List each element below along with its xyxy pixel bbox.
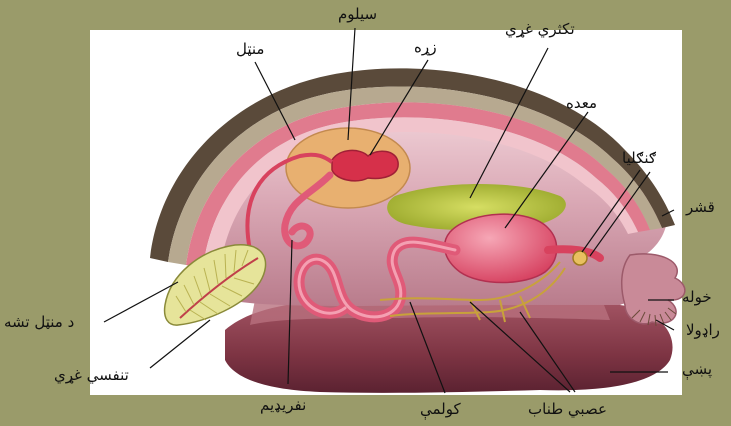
label-coelom: سیلوم	[338, 7, 377, 22]
label-ganglion: ګنګلیا	[622, 151, 656, 166]
label-intestine: کولمې	[420, 402, 461, 417]
heart-shape	[332, 150, 398, 180]
label-heart: زړه	[414, 40, 437, 55]
ganglion-node	[573, 251, 587, 265]
label-mantle-cavity: د منټل تشه	[4, 315, 74, 330]
label-nerve-cord: عصبي طناب	[528, 402, 607, 417]
label-mouth: خوله	[682, 290, 712, 305]
stomach-shape	[445, 214, 557, 282]
label-shell: قشر	[686, 200, 715, 215]
label-mantle: منټل	[236, 42, 264, 57]
label-digestive-gland: تکثري غړي	[505, 22, 575, 37]
label-foot: پښې	[682, 362, 712, 377]
label-gill: تنفسي غړي	[54, 368, 129, 383]
label-radula: راډولا	[686, 323, 720, 338]
label-nephridium: نفریډیم	[260, 398, 306, 413]
label-stomach: معده	[566, 96, 597, 111]
